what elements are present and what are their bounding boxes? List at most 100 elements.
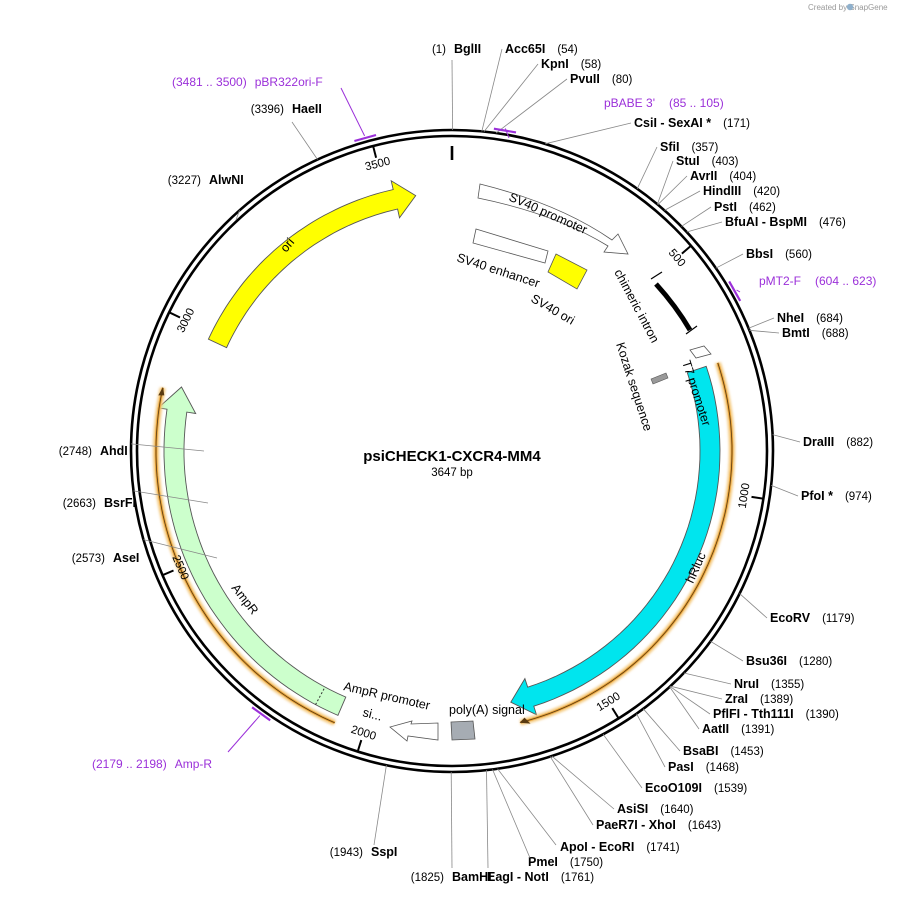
site-connector bbox=[710, 640, 744, 662]
tick-mark-2500 bbox=[162, 569, 174, 577]
primer-pmt2-f[interactable]: pMT2-F(604 .. 623) bbox=[728, 274, 876, 302]
site-position-label: (171) bbox=[723, 118, 750, 130]
site-connector bbox=[481, 48, 503, 132]
site-bglii[interactable]: (1)BglII bbox=[432, 42, 481, 131]
site-alwni[interactable]: (3227)AlwNI bbox=[168, 173, 244, 221]
site-name-label: BglII bbox=[454, 42, 481, 56]
site-sfii[interactable]: SfiI(357) bbox=[636, 140, 718, 189]
hrluc-orf-arc bbox=[519, 361, 735, 726]
sv40-enhancer-feature: SV40 enhancer bbox=[455, 228, 549, 290]
site-connector bbox=[492, 769, 531, 859]
tick-label-1500: 1500 bbox=[595, 690, 623, 714]
site-pasi[interactable]: PasI(1468) bbox=[636, 713, 740, 774]
chimeric-intron-label: chimeric intron bbox=[611, 267, 662, 345]
primer-range-label: (3481 .. 3500) bbox=[172, 75, 247, 89]
tick-mark-500 bbox=[681, 245, 692, 255]
primer-binding-mark bbox=[728, 280, 742, 302]
site-name-label: NheI bbox=[777, 311, 804, 325]
site-apoi-ecori[interactable]: ApoI - EcoRI(1741) bbox=[497, 768, 680, 854]
site-pflfi-tth111i[interactable]: PflFI - Tth111I(1390) bbox=[669, 686, 839, 721]
site-position-label: (684) bbox=[816, 313, 843, 325]
site-asei[interactable]: (2573)AseI bbox=[72, 539, 218, 565]
site-connector bbox=[715, 253, 744, 269]
site-ecoo109i[interactable]: EcoO109I(1539) bbox=[602, 733, 747, 795]
site-bsabi[interactable]: BsaBI (1453) bbox=[642, 708, 764, 758]
site-position-label: (1389) bbox=[760, 694, 793, 706]
site-sspi[interactable]: (1943)SspI bbox=[330, 765, 398, 859]
site-hindiii[interactable]: HindIII(420) bbox=[664, 184, 781, 211]
site-name-label: HindIII bbox=[703, 184, 741, 198]
site-bbsi[interactable]: BbsI(560) bbox=[715, 247, 812, 269]
site-name-label: CsiI - SexAI * bbox=[634, 116, 711, 130]
site-name-label: PmeI bbox=[528, 855, 558, 869]
site-pmei[interactable]: PmeI(1750) bbox=[492, 769, 604, 869]
site-name-label: NruI bbox=[734, 677, 759, 691]
primer-name-label: Amp-R bbox=[175, 757, 213, 771]
primer-amp-r[interactable]: (2179 .. 2198)Amp-R bbox=[92, 706, 271, 771]
snapgene-logo-icon bbox=[846, 3, 854, 11]
site-acc65i[interactable]: Acc65I(54) bbox=[481, 42, 578, 132]
site-avrii[interactable]: AvrII(404) bbox=[657, 169, 757, 205]
site-nrui[interactable]: NruI(1355) bbox=[683, 672, 805, 691]
site-connector bbox=[749, 329, 780, 334]
site-name-label: HaeII bbox=[292, 102, 322, 116]
site-connector bbox=[739, 593, 768, 619]
site-connector bbox=[235, 210, 240, 221]
ori-label: ori bbox=[278, 235, 298, 255]
site-connector bbox=[772, 434, 801, 443]
site-pfoi[interactable]: PfoI *(974) bbox=[771, 485, 872, 503]
site-name-label: SspI bbox=[371, 845, 397, 859]
site-position-label: (1179) bbox=[822, 613, 855, 625]
site-asisi[interactable]: AsiSI(1640) bbox=[551, 755, 694, 816]
site-name-label: ApoI - EcoRI bbox=[560, 840, 634, 854]
primer-binding-mark bbox=[493, 127, 517, 134]
plasmid-name: psiCHECK1-CXCR4-MM4 bbox=[363, 448, 541, 465]
site-position-label: (1825) bbox=[411, 872, 444, 884]
sv40-ori-feature: SV40 ori bbox=[529, 253, 588, 328]
site-name-label: BamHI bbox=[452, 870, 492, 884]
site-name-label: AsiSI bbox=[617, 802, 648, 816]
site-kpni[interactable]: KpnI(58) bbox=[483, 57, 601, 132]
site-name-label: BsaBI bbox=[683, 744, 718, 758]
site-position-label: (688) bbox=[822, 328, 849, 340]
site-csii-sexai[interactable]: CsiI - SexAI * (171) bbox=[545, 116, 750, 145]
site-name-label: EagI - NotI bbox=[487, 870, 549, 884]
site-bamhi[interactable]: (1825) BamHI bbox=[411, 771, 492, 884]
site-draiii[interactable]: DraIII(882) bbox=[772, 434, 874, 449]
site-stui[interactable]: StuI(403) bbox=[657, 154, 739, 205]
site-bfuai-bspmi[interactable]: BfuAI - BspMI(476) bbox=[686, 215, 846, 233]
site-position-label: (1453) bbox=[730, 746, 763, 758]
site-connector bbox=[483, 63, 539, 132]
primer-connector bbox=[504, 128, 510, 139]
primer-name-label: pMT2-F bbox=[759, 274, 801, 288]
site-name-label: ZraI bbox=[725, 692, 748, 706]
site-ahdi[interactable]: (2748)AhdI bbox=[59, 443, 205, 458]
site-haeii[interactable]: (3396)HaeII bbox=[251, 102, 322, 160]
site-connector bbox=[657, 175, 688, 205]
tick-mark-2000 bbox=[356, 739, 363, 752]
site-connector bbox=[664, 190, 701, 211]
site-psti[interactable]: PstI(462) bbox=[681, 200, 776, 227]
site-zrai[interactable]: ZraI (1389) bbox=[670, 685, 794, 706]
site-connector bbox=[497, 768, 557, 846]
site-connector bbox=[657, 160, 674, 205]
primer-pbr322ori-f[interactable]: (3481 .. 3500)pBR322ori-F bbox=[172, 75, 377, 143]
site-ecorv[interactable]: EcoRV(1179) bbox=[739, 593, 855, 625]
site-paer7i-xhoi[interactable]: PaeR7I - XhoI(1643) bbox=[549, 756, 721, 832]
site-eagi-noti[interactable]: EagI - NotI(1761) bbox=[486, 770, 595, 884]
site-bmti[interactable]: BmtI(688) bbox=[749, 326, 849, 340]
site-name-label: Acc65I bbox=[505, 42, 545, 56]
primer-binding-mark bbox=[251, 706, 271, 722]
site-bsrfi[interactable]: (2663)BsrFI bbox=[63, 490, 209, 510]
site-name-label: EcoO109I bbox=[645, 781, 702, 795]
backbone-outer-ring bbox=[129, 128, 775, 774]
site-nhei[interactable]: NheI (684) bbox=[748, 311, 844, 329]
site-pvuii[interactable]: PvuII(80) bbox=[495, 72, 632, 134]
site-position-label: (974) bbox=[845, 491, 872, 503]
site-bsu36i[interactable]: Bsu36I(1280) bbox=[710, 640, 833, 668]
ampr-truncated-label: si... bbox=[361, 705, 383, 723]
primer-pbabe-3[interactable]: pBABE 3'(85 .. 105) bbox=[493, 96, 724, 139]
tick-mark-1000 bbox=[751, 495, 764, 500]
site-aatii[interactable]: AatII(1391) bbox=[669, 686, 775, 736]
